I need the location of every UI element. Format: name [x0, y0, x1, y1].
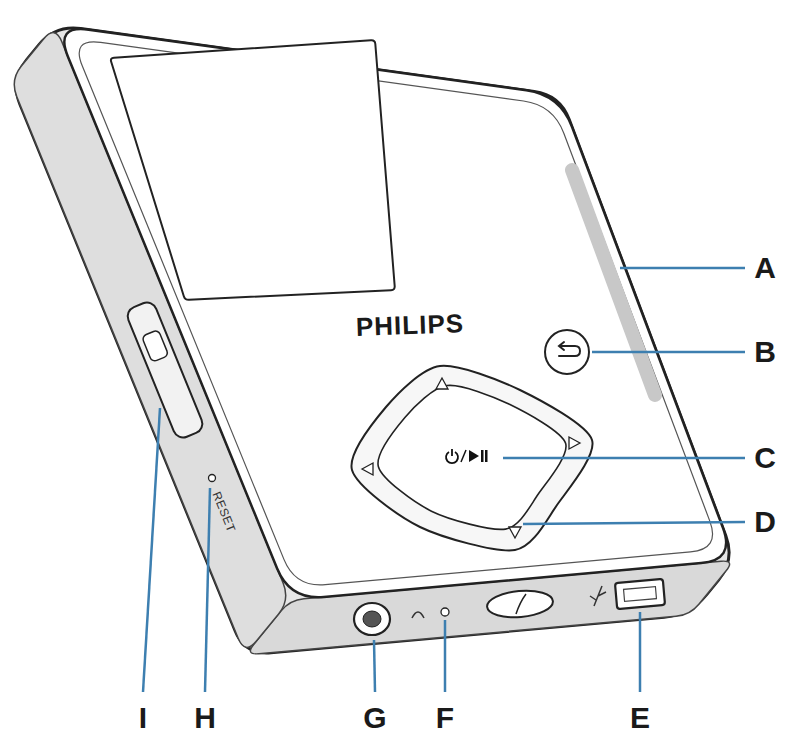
back-icon — [559, 342, 580, 356]
usb-symbol — [590, 586, 606, 606]
brand-text: PHILIPS — [356, 310, 465, 340]
callout-letter: E — [630, 703, 650, 733]
screen — [111, 40, 395, 300]
leader-line — [374, 640, 375, 692]
headphone-symbol — [412, 612, 424, 618]
pause-icon — [485, 450, 488, 462]
leader-line — [592, 351, 745, 354]
play-icon — [469, 450, 479, 462]
hold-knob — [142, 330, 169, 363]
dpad-arrow — [569, 437, 580, 449]
leader-lines — [143, 268, 745, 692]
dpad-arrow — [436, 378, 448, 389]
leader-line — [205, 488, 210, 692]
callout-letter: H — [194, 703, 216, 733]
leader-line — [523, 522, 745, 524]
callout-letter: B — [754, 337, 776, 367]
headphone-jack-inner — [363, 611, 381, 627]
dpad-arrow — [362, 463, 373, 475]
leader-line — [639, 612, 642, 692]
lanyard-slot — [486, 588, 554, 620]
leader-line — [503, 457, 745, 460]
dpad-arrow — [509, 527, 521, 538]
hold-slider — [125, 300, 206, 441]
leader-line — [444, 620, 447, 692]
reset-hole — [209, 475, 216, 482]
power-icon — [451, 449, 453, 456]
callout-letter: F — [436, 703, 454, 733]
microphone-hole — [441, 608, 449, 616]
button-label: RESET — [210, 490, 237, 534]
lanyard-bar — [516, 594, 526, 614]
leader-line — [143, 408, 160, 692]
usb-port-inner — [624, 587, 657, 602]
headphone-jack — [354, 603, 390, 635]
back-button — [545, 330, 589, 374]
callout-letter: A — [754, 253, 776, 283]
leader-line — [620, 267, 745, 270]
usb-port — [615, 579, 665, 609]
pause-icon — [481, 450, 484, 462]
callout-letter: C — [754, 443, 776, 473]
callout-letter: G — [363, 703, 386, 733]
callout-letter: I — [139, 703, 147, 733]
slash — [461, 450, 466, 462]
callout-letter: D — [754, 507, 776, 537]
front-face — [64, 29, 726, 597]
